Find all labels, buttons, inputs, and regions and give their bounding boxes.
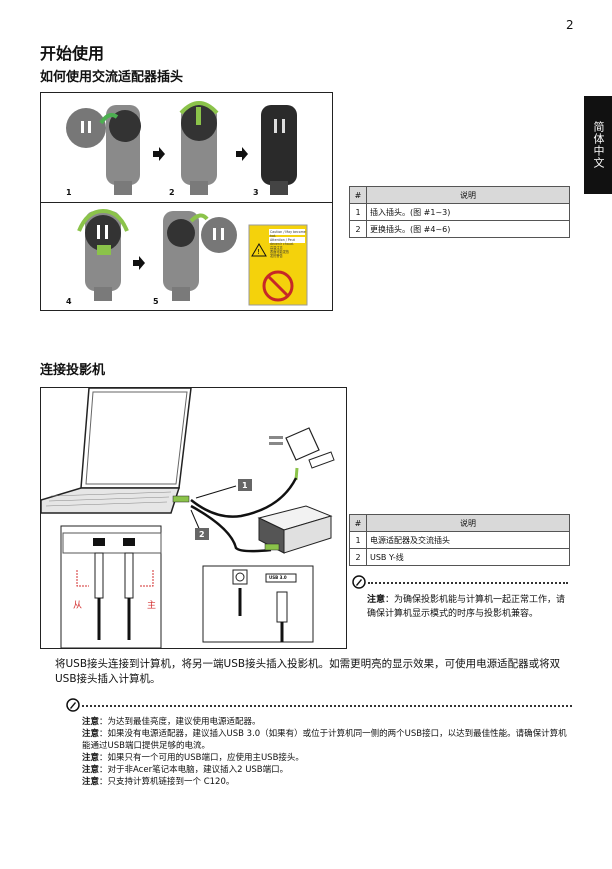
note-text: ：如果没有电源适配器，建议插入USB 3.0（如果有）或位于计算机同一侧的两个U… [82, 729, 567, 751]
language-tab-label: 简体中文 [592, 121, 605, 169]
row-description: 电源适配器及交流插头 [366, 531, 570, 549]
laptop-keyboard [41, 487, 181, 514]
note-text: ：为确保投影机能与计算机一起正常工作，请确保计算机显示模式的时序与投影机兼容。 [367, 595, 566, 619]
power-adapter [269, 427, 335, 481]
usb-y-cable [190, 504, 272, 553]
header-description: 说明 [366, 186, 570, 204]
header-number: # [349, 514, 367, 532]
step-5-illustration [163, 211, 237, 301]
adapter-plug-figure: ! 1 2 3 4 5 Caution / May become hot. At… [40, 92, 333, 311]
step-3-illustration [261, 105, 297, 195]
usb-port-label: USB 3.0 [269, 575, 287, 580]
section-title: 开始使用 [40, 44, 105, 63]
note-item: 注意：如果只有一个可用的USB端口，应使用主USB接头。 [82, 752, 572, 764]
step-1-illustration [66, 105, 141, 195]
caution-line-5: 发热警告 [270, 254, 283, 258]
table-header-row: # 说明 [349, 186, 570, 204]
master-cable-label: 主 [147, 601, 157, 611]
caution-line-1: Caution / May become hot. [270, 230, 306, 238]
no-touch-icon [262, 270, 294, 302]
caution-line-4: 表面可能发热 [270, 250, 290, 254]
slave-cable-label: 从 [73, 601, 83, 611]
callout-1: 1 [242, 481, 248, 490]
table-row: 1 电源适配器及交流插头 [349, 531, 570, 549]
header-description: 说明 [366, 514, 570, 532]
note-icon [66, 698, 80, 712]
table-header-row: # 说明 [349, 514, 570, 532]
arrow-icon [236, 147, 248, 161]
callout-2: 2 [199, 530, 205, 539]
note-text: ：如果只有一个可用的USB端口，应使用主USB接头。 [99, 753, 304, 763]
row-description: 插入插头。(图 #1~3) [366, 203, 570, 221]
note-item: 注意：如果没有电源适配器，建议插入USB 3.0（如果有）或位于计算机同一侧的两… [82, 728, 572, 752]
table-row: 2 更换插头。(图 #4~6) [349, 220, 570, 238]
arrow-icon [133, 256, 145, 270]
note-label: 注意 [367, 595, 386, 605]
subsection-title-adapter: 如何使用交流适配器插头 [40, 70, 184, 85]
table-row: 1 插入插头。(图 #1~3) [349, 203, 570, 221]
note-projector-compat: 注意：为确保投影机能与计算机一起正常工作，请确保计算机显示模式的时序与投影机兼容… [367, 593, 572, 621]
adapter-steps-table: # 说明 1 插入插头。(图 #1~3) 2 更换插头。(图 #4~6) [349, 186, 570, 238]
note-divider [368, 582, 568, 584]
step-2-illustration [179, 101, 219, 195]
figure-divider [41, 202, 332, 203]
connection-parts-table: # 说明 1 电源适配器及交流插头 2 USB Y-线 [349, 514, 570, 566]
note-label: 注意 [82, 765, 100, 775]
power-notes-list: 注意：为达到最佳亮度，建议使用电源适配器。 注意：如果没有电源适配器，建议插入U… [82, 716, 572, 788]
step-number-2: 2 [169, 188, 175, 197]
projector-connection-figure: 1 2 USB 3.0 从 主 [40, 387, 347, 649]
step-number-3: 3 [253, 188, 259, 197]
note-label: 注意 [82, 777, 100, 787]
note-item: 注意：对于非Acer笔记本电脑，建议插入2 USB端口。 [82, 764, 572, 776]
table-row: 2 USB Y-线 [349, 548, 570, 566]
row-number: 2 [349, 220, 367, 238]
svg-text:!: ! [257, 248, 260, 256]
caution-text: Caution / May become hot. Attention / Pe… [270, 230, 306, 258]
row-description: 更换插头。(图 #4~6) [366, 220, 570, 238]
step-4-illustration [77, 208, 129, 301]
row-number: 1 [349, 203, 367, 221]
connection-instructions: 将USB接头连接到计算机，将另一端USB接头插入投影机。如需更明亮的显示效果，可… [55, 658, 561, 685]
row-number: 1 [349, 531, 367, 549]
note-icon [352, 575, 366, 589]
note-text: ：为达到最佳亮度，建议使用电源适配器。 [99, 717, 261, 727]
note-label: 注意 [82, 717, 100, 727]
caution-line-2: Attention / Peut devenir chaud. [270, 238, 295, 246]
notes-divider [82, 705, 572, 707]
row-description: USB Y-线 [366, 548, 570, 566]
row-number: 2 [349, 548, 367, 566]
power-cable [190, 477, 298, 518]
subsection-title-connect: 连接投影机 [40, 363, 106, 378]
note-label: 注意 [82, 753, 100, 763]
caution-label: ! [248, 224, 308, 306]
note-text: ：只支持计算机链接到一个 C120。 [99, 777, 235, 787]
header-number: # [349, 186, 367, 204]
step-number-5: 5 [153, 297, 159, 306]
language-tab: 简体中文 [584, 96, 612, 194]
note-text: ：对于非Acer笔记本电脑，建议插入2 USB端口。 [99, 765, 289, 775]
note-item: 注意：只支持计算机链接到一个 C120。 [82, 776, 572, 788]
page-number: 2 [566, 18, 574, 32]
note-item: 注意：为达到最佳亮度，建议使用电源适配器。 [82, 716, 572, 728]
note-label: 注意 [82, 729, 100, 739]
connection-illustration [41, 388, 335, 648]
arrow-icon [153, 147, 165, 161]
step-number-4: 4 [66, 297, 72, 306]
step-number-1: 1 [66, 188, 72, 197]
caution-line-3: 高温注意 [270, 246, 283, 250]
adapter-plug-illustration: ! [66, 101, 308, 306]
